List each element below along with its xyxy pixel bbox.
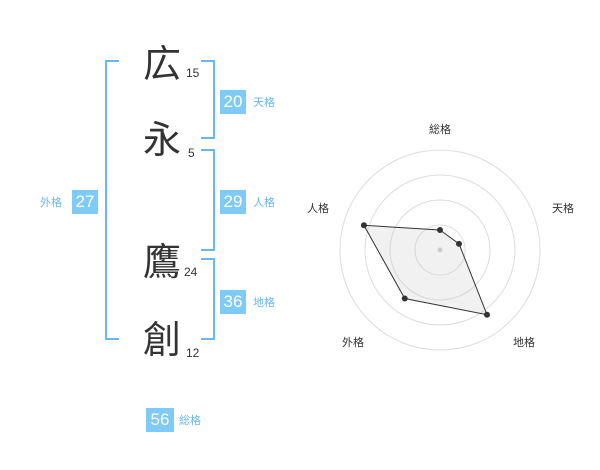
soukaku-badge: 56 — [146, 408, 174, 432]
name-char-3: 鷹 — [142, 240, 181, 284]
gaikaku-bracket — [105, 60, 119, 340]
stroke-count-3: 24 — [184, 265, 198, 279]
name-char-4: 創 — [142, 318, 181, 362]
radar-label-gaikaku: 外格 — [342, 335, 364, 349]
radar-label-chikaku: 地格 — [513, 335, 535, 349]
name-char-1: 広 — [142, 42, 181, 86]
chikaku-badge: 36 — [220, 290, 246, 314]
radar-label-soukaku: 総格 — [429, 122, 451, 136]
tenkaku-label: 天格 — [253, 96, 275, 109]
gaikaku-badge: 27 — [72, 190, 98, 214]
radar-ring — [414, 224, 466, 276]
stroke-count-1: 15 — [186, 66, 200, 80]
stroke-count-4: 12 — [186, 346, 200, 360]
chikaku-bracket — [201, 258, 215, 340]
radar-label-tenkaku: 天格 — [552, 201, 574, 215]
stroke-count-2: 5 — [188, 146, 195, 160]
radar-point-4 — [401, 295, 408, 302]
tenkaku-badge: 20 — [220, 90, 246, 114]
name-char-2: 永 — [142, 118, 181, 162]
radar-point-3 — [484, 311, 491, 318]
radar-center-dot — [437, 247, 443, 253]
chikaku-label: 地格 — [253, 296, 275, 309]
radar-chart: 総格 天格 地格 外格 人格 — [307, 122, 574, 351]
tenkaku-bracket — [201, 60, 215, 139]
gaikaku-label: 外格 — [40, 196, 62, 209]
radar-data-polygon — [363, 224, 488, 316]
jinkaku-bracket — [201, 149, 215, 251]
radar-label-jinkaku: 人格 — [307, 201, 329, 215]
jinkaku-label: 人格 — [253, 196, 275, 209]
radar-point-5 — [360, 222, 367, 229]
soukaku-label: 総格 — [179, 414, 201, 427]
radar-point-1 — [437, 227, 443, 233]
radar-ring — [339, 149, 541, 351]
radar-point-2 — [456, 240, 463, 247]
radar-ring — [364, 174, 516, 326]
jinkaku-badge: 29 — [220, 190, 246, 214]
radar-ring — [389, 199, 491, 301]
